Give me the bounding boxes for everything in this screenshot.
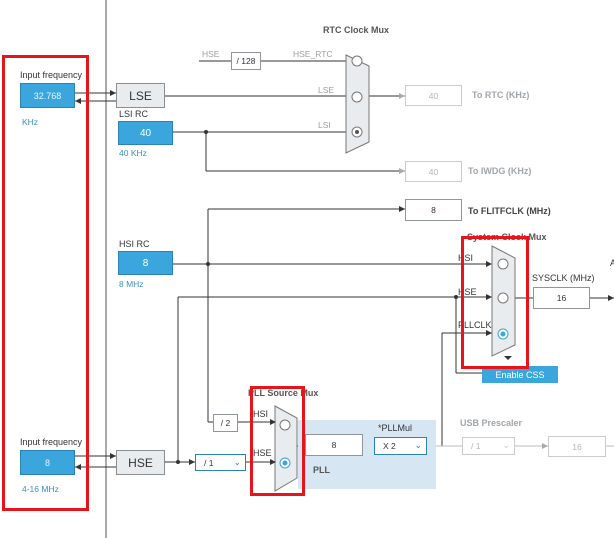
lse-input-frequency-field[interactable]: 32.768: [20, 83, 75, 108]
iwdg-output-value: 40: [405, 161, 462, 182]
rtc-mux-lsi-label: LSI: [318, 120, 331, 130]
edge-a-label: A: [610, 258, 614, 268]
hse-prediv-select[interactable]: / 1 ⌄: [195, 454, 246, 471]
rtc-hse-label: HSE: [202, 49, 220, 59]
hsi-rc-label: HSI RC: [119, 239, 150, 249]
chevron-down-icon: ⌄: [233, 457, 241, 467]
sysclk-hse-label: HSE: [458, 287, 477, 297]
sysclk-pllclk-label: PLLCLK: [458, 320, 492, 330]
chevron-down-icon: ⌄: [414, 440, 422, 450]
pll-mux-hsi-label: HSI: [253, 409, 269, 419]
pll-source-mux-highlight: [250, 386, 305, 496]
hsi-rc-value: 8: [118, 251, 173, 275]
rtc-output-value: 40: [405, 85, 462, 106]
lsi-rc-unit: 40 KHz: [119, 148, 147, 158]
input-frequency-highlight: [2, 55, 89, 511]
usb-prescaler-select[interactable]: / 1 ⌄: [462, 437, 515, 455]
pllmul-select[interactable]: X 2 ⌄: [374, 437, 427, 455]
pll-mux-hse-label: HSE: [253, 448, 272, 458]
rtc-mux-lse-label: LSE: [318, 85, 335, 95]
rtc-clock-mux-title: RTC Clock Mux: [323, 25, 390, 35]
hse-prediv-value: / 1: [204, 457, 214, 468]
hse-input-frequency-field[interactable]: 8: [20, 450, 75, 475]
chevron-down-icon: ⌄: [502, 440, 510, 450]
hse-input-unit: 4-16 MHz: [22, 484, 59, 494]
usb-prescaler-label: USB Prescaler: [460, 418, 523, 428]
hsi-div2-box: / 2: [213, 414, 238, 432]
flitf-output-label: To FLITFCLK (MHz): [468, 206, 551, 216]
hse-div128-box: / 128: [231, 52, 261, 70]
sysclk-output-value: 16: [533, 287, 590, 309]
system-clock-mux-highlight: [461, 236, 529, 369]
pll-source-mux-title: PLL Source Mux: [248, 388, 319, 398]
sysclk-hsi-label: HSI: [458, 253, 474, 263]
hse-rtc-label: HSE_RTC: [293, 49, 333, 59]
pll-label: PLL: [313, 465, 330, 475]
lse-source-box[interactable]: LSE: [116, 83, 165, 108]
pllmul-value: X 2: [383, 441, 396, 451]
pllmul-label: *PLLMul: [378, 423, 413, 433]
sysclk-output-label: SYSCLK (MHz): [532, 273, 595, 283]
usb-prescaler-value: / 1: [471, 441, 481, 451]
lse-input-label: Input frequency: [20, 70, 83, 80]
usb-output-value: 16: [548, 436, 606, 457]
lsi-rc-value: 40: [118, 121, 173, 145]
enable-css-button[interactable]: Enable CSS: [482, 366, 558, 383]
lsi-rc-label: LSI RC: [119, 109, 149, 119]
flitf-output-value: 8: [405, 199, 462, 221]
pll-input-value: 8: [305, 434, 363, 456]
iwdg-output-label: To IWDG (KHz): [468, 166, 532, 176]
lse-input-unit: KHz: [22, 117, 39, 127]
hse-source-box[interactable]: HSE: [116, 450, 165, 475]
rtc-output-label: To RTC (KHz): [472, 90, 530, 100]
hse-input-label: Input frequency: [20, 437, 83, 447]
hsi-rc-unit: 8 MHz: [119, 279, 144, 289]
